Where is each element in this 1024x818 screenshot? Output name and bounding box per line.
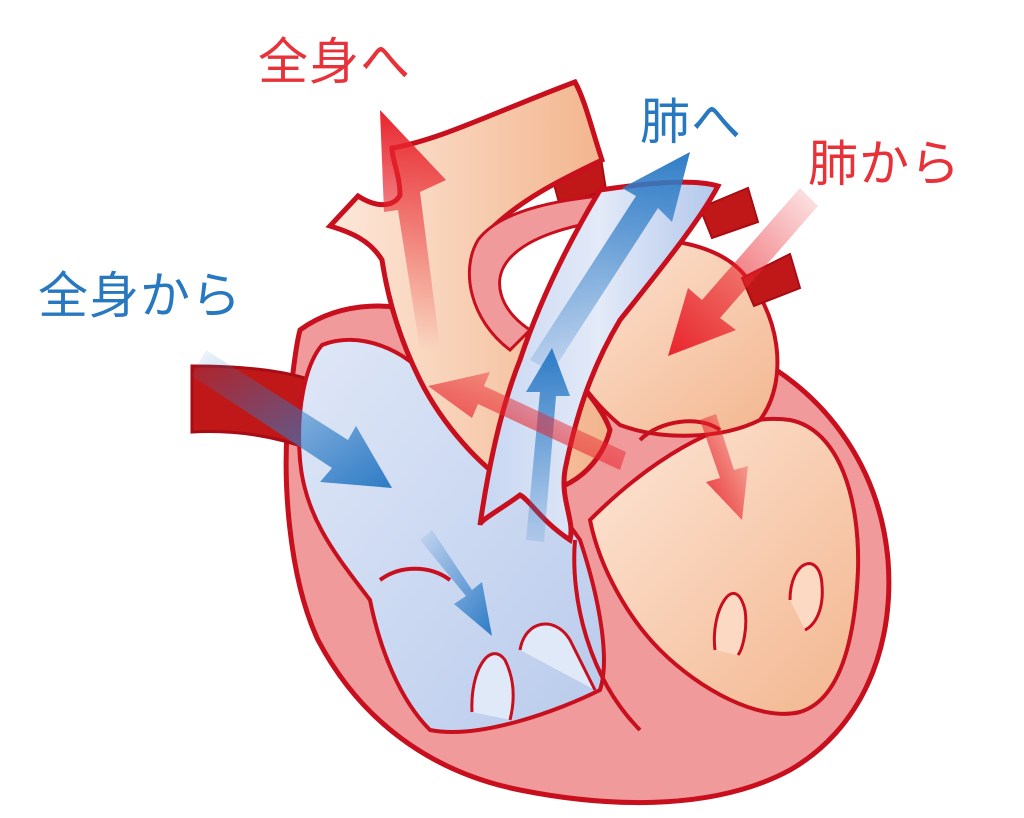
- arrow-to-lungs: [530, 152, 690, 372]
- arrow-to-body: [380, 110, 446, 350]
- arrow-ra-to-rv: [420, 530, 492, 636]
- arrow-lv-to-aorta: [428, 372, 626, 470]
- arrow-from-lungs: [668, 188, 818, 356]
- septum: [572, 539, 642, 732]
- label-to-lungs: 肺へ: [640, 93, 742, 151]
- label-to-body: 全身へ: [258, 33, 411, 91]
- arrow-rv-to-pa: [526, 348, 570, 542]
- papillary-right-1: [470, 652, 515, 721]
- pulmonary-vein-lower: [740, 252, 802, 308]
- arrow-la-to-lv: [700, 414, 748, 520]
- label-from-body: 全身から: [38, 267, 242, 325]
- valve-ra: [378, 566, 452, 582]
- label-from-lungs: 肺から: [808, 135, 961, 193]
- papillary-right-2: [518, 622, 597, 691]
- arrow-from-body: [192, 350, 392, 488]
- papillary-left-1: [712, 592, 748, 656]
- papillary-left-2: [788, 562, 824, 632]
- aorta-arch-wall: [467, 194, 608, 352]
- pulmonary-vein-upper: [698, 186, 760, 240]
